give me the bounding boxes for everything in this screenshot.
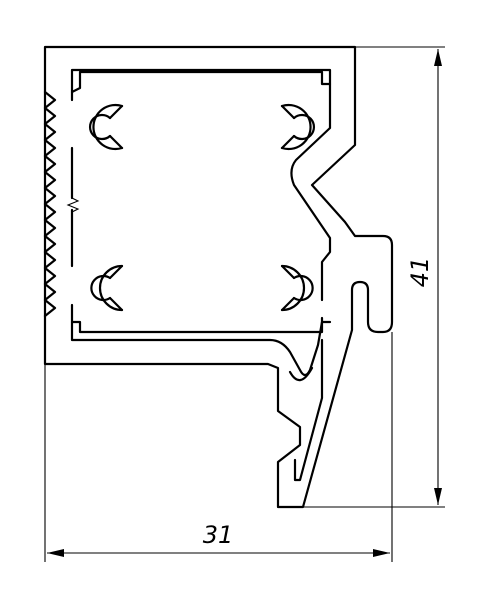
- inner-cavity-contour: [70, 68, 332, 94]
- screw-channel-bottom-left: [90, 264, 124, 312]
- width-arrow-left: [47, 549, 64, 557]
- screw-channel-bottom-right: [280, 264, 314, 312]
- inner-cavity-bottom-lip: [70, 320, 332, 334]
- lower-leg-detail: [288, 338, 324, 482]
- height-arrow-top: [434, 49, 442, 66]
- width-dimension-label: 31: [203, 521, 234, 549]
- height-arrow-bottom: [434, 488, 442, 505]
- inner-cavity-right-wall: [290, 82, 332, 302]
- screw-channel-top-right: [280, 103, 316, 151]
- profile-outer-contour: [43, 45, 394, 509]
- break-mark: [66, 197, 80, 213]
- width-arrow-right: [373, 549, 390, 557]
- screw-channel-top-left: [88, 103, 124, 151]
- height-dimension-label: 41: [406, 257, 434, 288]
- inner-cavity-wall: [70, 90, 324, 377]
- serrated-edge: [43, 90, 57, 318]
